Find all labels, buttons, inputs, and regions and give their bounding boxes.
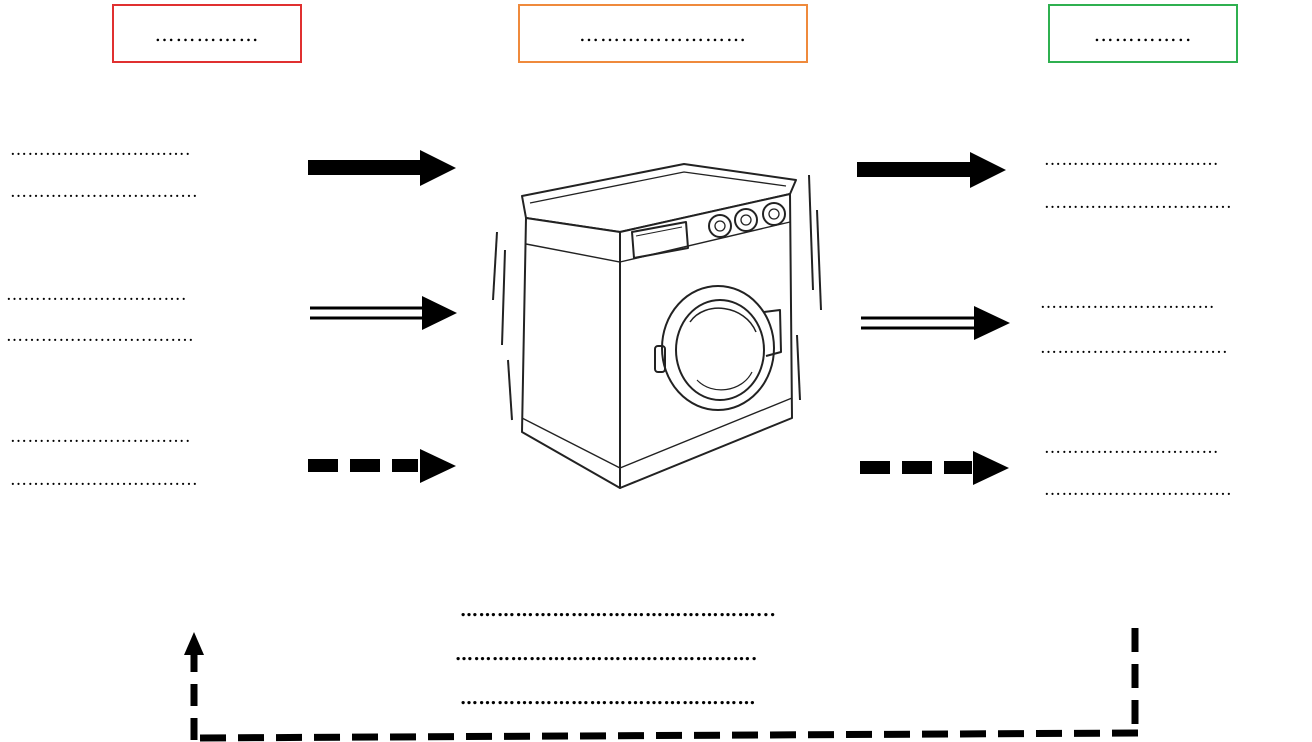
output-1-line-1[interactable]: ………………………… xyxy=(1044,150,1219,170)
input-arrow-solid xyxy=(308,150,456,186)
bottom-line-1[interactable]: …………………………………………... xyxy=(460,600,777,621)
input-1-line-1[interactable]: …………………………. xyxy=(10,140,191,160)
input-2-line-2[interactable]: ………….................... xyxy=(6,326,195,346)
output-arrow-dashed xyxy=(860,451,1009,485)
input-arrow-double xyxy=(310,296,457,330)
washing-machine-icon xyxy=(492,163,822,489)
input-3-line-1[interactable]: …………………………. xyxy=(10,427,191,447)
return-path-dashed-arrow xyxy=(184,628,1139,742)
bottom-line-2[interactable]: …………………………………………. xyxy=(455,644,758,665)
output-arrow-double xyxy=(861,306,1010,340)
device-heading: …………………… xyxy=(579,21,747,46)
energy-input-heading: …………… xyxy=(154,21,260,46)
device-heading-box[interactable]: …………………… xyxy=(518,4,808,63)
output-2-line-2[interactable]: ………….................... xyxy=(1040,338,1229,358)
output-3-line-2[interactable]: ………….................... xyxy=(1044,480,1233,500)
output-3-line-1[interactable]: ………………………… xyxy=(1044,438,1219,458)
input-1-line-2[interactable]: ………….................... xyxy=(10,182,199,202)
output-2-line-1[interactable]: ………………………… xyxy=(1040,293,1215,313)
output-1-line-2[interactable]: ………….................... xyxy=(1044,193,1233,213)
input-arrow-dashed xyxy=(308,449,456,483)
energy-output-heading-box[interactable]: ………….. xyxy=(1048,4,1238,63)
energy-input-heading-box[interactable]: …………… xyxy=(112,4,302,63)
energy-output-heading: ………….. xyxy=(1093,21,1193,46)
output-arrow-solid xyxy=(857,152,1006,188)
input-2-line-1[interactable]: …………………………. xyxy=(6,285,187,305)
input-3-line-2[interactable]: ………….................... xyxy=(10,470,199,490)
bottom-line-3[interactable]: ………………………………………… xyxy=(460,688,756,709)
